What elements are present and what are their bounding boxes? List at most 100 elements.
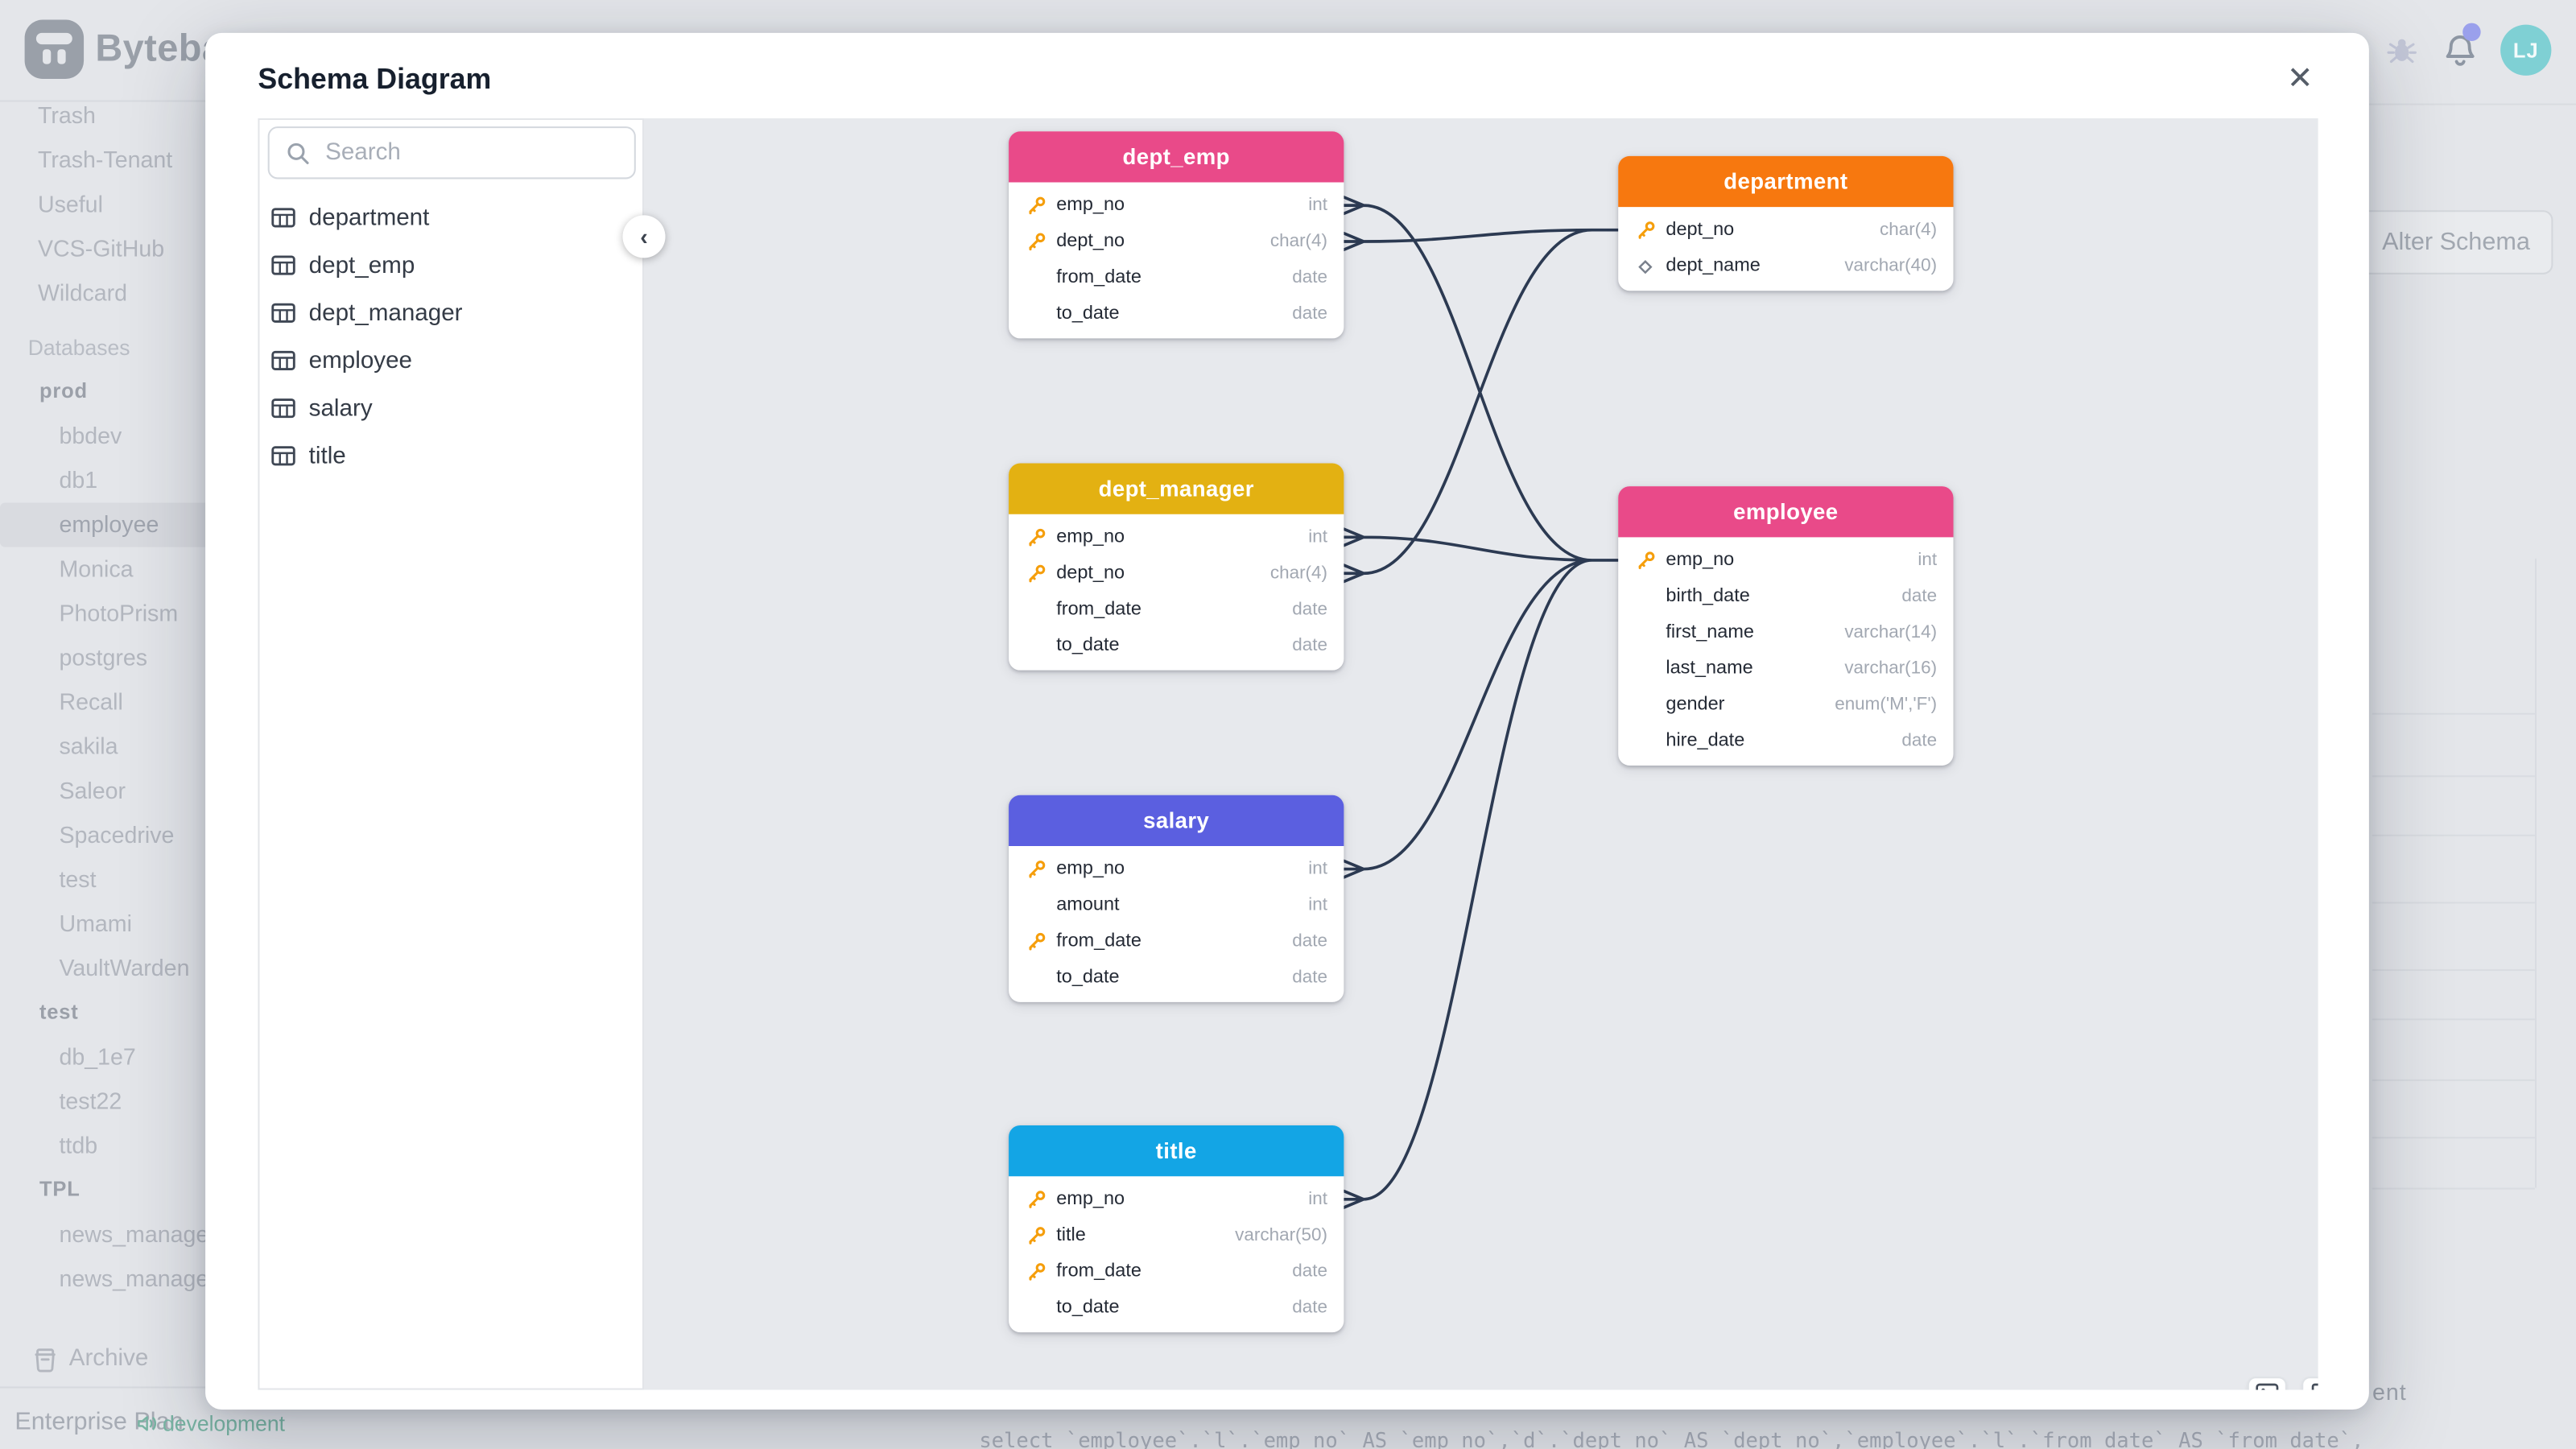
sidebar-item-db1[interactable]: db1: [59, 466, 98, 493]
sidebar-item-photoprism[interactable]: PhotoPrism: [59, 599, 179, 626]
sidebar-item-sakila[interactable]: sakila: [59, 733, 118, 759]
speaker-icon: [138, 1416, 157, 1431]
sidebar-item-vaultwarden[interactable]: VaultWarden: [59, 954, 190, 981]
sidebar-item-bbdev[interactable]: bbdev: [59, 422, 122, 449]
field-name: emp_no: [1056, 859, 1125, 879]
field-type: date: [1292, 1261, 1327, 1282]
table-list-item-dept_manager[interactable]: dept_manager: [259, 289, 642, 336]
key-icon: [1028, 196, 1045, 215]
sidebar-item-test22[interactable]: test22: [59, 1088, 122, 1114]
table-list-item-title[interactable]: title: [259, 432, 642, 480]
field-name: amount: [1056, 895, 1120, 915]
field-type: date: [1901, 731, 1938, 751]
sidebar-item-vcs-github[interactable]: VCS-GitHub: [37, 234, 165, 262]
table-list-label: dept_manager: [308, 299, 463, 327]
table-list-label: salary: [308, 394, 373, 422]
key-icon: [1028, 861, 1045, 878]
field-name: emp_no: [1056, 527, 1125, 547]
auto-layout-button[interactable]: [2301, 1376, 2318, 1390]
table-list-panel: department dept_emp dept_manager employee sa…: [258, 118, 644, 1390]
sidebar-item-trash-tenant[interactable]: Trash-Tenant: [37, 146, 173, 173]
sidebar-item-archive[interactable]: Archive: [0, 1337, 213, 1383]
sidebar-item-db-1e7[interactable]: db_1e7: [59, 1042, 136, 1070]
key-icon-slot: [1025, 1261, 1046, 1281]
sidebar-item-monica[interactable]: Monica: [59, 555, 134, 582]
ghost-row-line: [2372, 902, 2535, 904]
sidebar-item-ttdb[interactable]: ttdb: [59, 1132, 98, 1158]
table-list-item-salary[interactable]: salary: [259, 385, 642, 432]
field-type: int: [1308, 859, 1327, 879]
ghost-row-line: [2372, 834, 2535, 836]
notification-bell-icon[interactable]: [2443, 33, 2478, 69]
sidebar-item-trash[interactable]: Trash: [37, 101, 96, 129]
table-list-item-department[interactable]: department: [259, 194, 642, 242]
table-list-item-employee[interactable]: employee: [259, 336, 642, 384]
field-name: last_name: [1666, 658, 1753, 679]
table-icon: [271, 446, 295, 466]
sidebar-item-wildcard[interactable]: Wildcard: [37, 279, 128, 306]
sidebar-item-saleor[interactable]: Saleor: [59, 777, 126, 803]
table-header: department: [1618, 155, 1954, 208]
ghost-text-fragment: ent: [2372, 1378, 2407, 1405]
collapse-panel-button[interactable]: ‹: [622, 215, 666, 258]
table-list-item-dept_emp[interactable]: dept_emp: [259, 242, 642, 289]
table-icon: [271, 350, 295, 370]
search-input[interactable]: [321, 138, 609, 168]
key-icon: [1637, 221, 1654, 239]
key-icon-slot: [1025, 931, 1046, 951]
sidebar-item-tpl: TPL: [39, 1178, 80, 1201]
table-icon: [271, 208, 295, 228]
sidebar-item-useful[interactable]: Useful: [37, 190, 103, 217]
sidebar-item-news-manage[interactable]: news_manage: [59, 1220, 209, 1247]
close-icon[interactable]: ✕: [2286, 61, 2314, 97]
sidebar-item-news-manage[interactable]: news_manage: [59, 1265, 209, 1292]
table-field-row: last_name varchar(16): [1618, 650, 1953, 687]
field-name: to_date: [1056, 1298, 1120, 1318]
alter-schema-button[interactable]: Alter Schema: [2359, 210, 2553, 275]
sidebar-item-postgres[interactable]: postgres: [59, 643, 148, 671]
ghost-row-line: [2372, 969, 2535, 972]
field-name: first_name: [1666, 622, 1754, 642]
sidebar-item-test[interactable]: test: [59, 865, 97, 893]
diamond-icon-slot: [1635, 257, 1657, 275]
sidebar-item-umami[interactable]: Umami: [59, 910, 132, 937]
key-icon: [1028, 528, 1045, 547]
table-icon: [271, 398, 295, 419]
field-type: varchar(16): [1844, 658, 1938, 679]
user-avatar[interactable]: LJ: [2500, 24, 2552, 76]
bug-icon[interactable]: [2385, 35, 2418, 68]
field-name: to_date: [1056, 968, 1120, 988]
table-header: salary: [1009, 795, 1344, 847]
table-header: dept_manager: [1009, 463, 1344, 514]
grid-layout-icon: [2310, 1382, 2318, 1390]
field-name: birth_date: [1666, 586, 1750, 607]
ghost-row-line: [2372, 1079, 2535, 1081]
export-image-button[interactable]: [2246, 1376, 2286, 1390]
field-name: from_date: [1056, 267, 1141, 288]
archive-label: Archive: [68, 1345, 149, 1373]
sidebar-item-recall[interactable]: Recall: [59, 688, 123, 715]
field-type: date: [1901, 586, 1938, 607]
sidebar-item-spacedrive[interactable]: Spacedrive: [59, 821, 175, 848]
ghost-row-line: [2372, 1018, 2535, 1021]
field-name: title: [1056, 1225, 1086, 1245]
table-list-label: dept_emp: [308, 252, 415, 279]
table-field-row: emp_no int: [1009, 851, 1344, 887]
bytebase-logo-icon: [24, 19, 85, 79]
key-icon-slot: [1635, 220, 1657, 239]
